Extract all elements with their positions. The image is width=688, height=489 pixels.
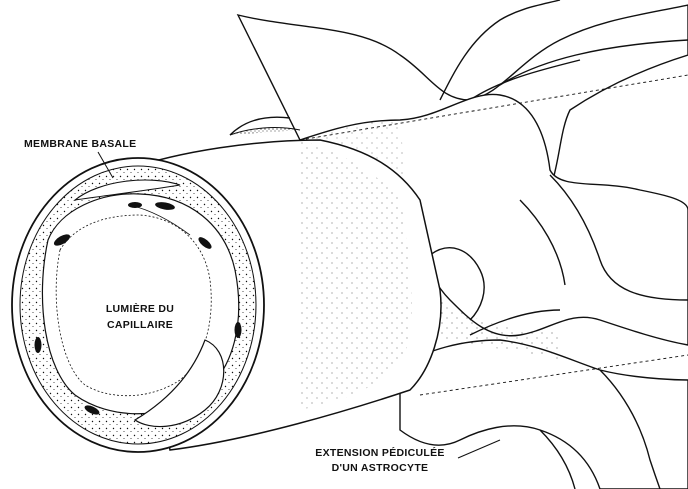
- astrocyte-extension-label-line2: D'UN ASTROCYTE: [332, 462, 429, 474]
- membrane-basale-label: MEMBRANE BASALE: [24, 138, 136, 150]
- astrocyte-extension-label-line1: EXTENSION PÉDICULÉE: [315, 446, 444, 459]
- lumen-label-line2: CAPILLAIRE: [107, 319, 173, 331]
- lumen-label-line1: LUMIÈRE DU: [106, 302, 174, 315]
- extension-leader-line: [458, 440, 500, 458]
